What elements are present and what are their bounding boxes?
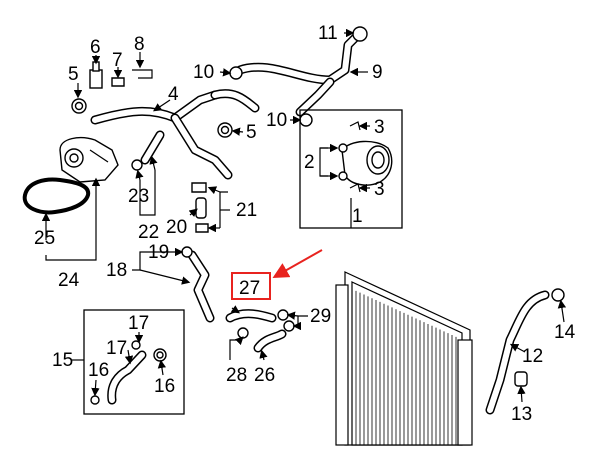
callout-11: 11	[318, 23, 338, 44]
callout-25: 25	[34, 228, 55, 249]
callouts: 1 2 3 3 4 5 5 6 7 8 9 10 10 11 12 13 14 …	[34, 23, 576, 425]
clip-8	[132, 69, 153, 79]
callout-29: 29	[310, 306, 331, 327]
callout-17a: 17	[128, 313, 149, 334]
callout-10b: 10	[266, 110, 287, 131]
callout-2: 2	[304, 152, 315, 173]
hose-27	[225, 309, 277, 323]
connector-21b	[195, 223, 209, 233]
bracket-13	[514, 371, 528, 387]
drive-belt-25	[22, 177, 91, 215]
lower-hose-12	[485, 290, 550, 415]
highlight-box	[231, 272, 271, 300]
callout-1: 1	[352, 206, 363, 227]
leader-lines	[41, 28, 567, 403]
callout-27: 27	[239, 278, 260, 299]
coolant-pipe-18	[187, 250, 215, 323]
callout-21: 21	[236, 200, 257, 221]
callout-8: 8	[134, 34, 145, 55]
callout-6: 6	[90, 37, 101, 58]
clamps-29	[277, 309, 295, 332]
callout-23: 23	[128, 186, 149, 207]
callout-3a: 3	[374, 117, 385, 138]
upper-coolant-pipe-9	[235, 33, 360, 117]
callout-5a: 5	[68, 64, 79, 85]
clip-3b-shape	[349, 183, 361, 193]
callout-4: 4	[168, 84, 179, 105]
thermostat-housing	[338, 140, 393, 186]
callout-20: 20	[166, 217, 187, 238]
callout-5b: 5	[246, 122, 257, 143]
callout-16a: 16	[88, 360, 109, 381]
water-pump	[59, 137, 119, 183]
gasket-23	[131, 159, 143, 171]
highlight-arrow	[272, 249, 323, 278]
callout-14: 14	[554, 322, 576, 343]
clamp-11	[352, 26, 368, 42]
clamp-14	[551, 288, 565, 302]
highlight-27	[231, 249, 323, 300]
callout-26: 26	[254, 365, 275, 386]
callout-24: 24	[58, 270, 80, 291]
o-ring-19	[181, 246, 193, 258]
detail-box-15	[83, 309, 185, 415]
o-ring-5b	[217, 122, 233, 138]
callout-13: 13	[511, 404, 532, 425]
callout-16b: 16	[154, 376, 175, 397]
callout-19: 19	[148, 242, 169, 263]
radiator	[335, 271, 473, 446]
callout-17b: 17	[106, 338, 127, 359]
callout-10a: 10	[193, 62, 214, 83]
connector-21a	[191, 182, 207, 193]
clamp-10b	[299, 113, 313, 127]
coolant-flange-pipe-4	[90, 89, 260, 180]
hose-20	[195, 197, 207, 219]
clip-7	[111, 77, 125, 87]
o-ring-5a	[71, 98, 87, 114]
callout-12: 12	[522, 346, 543, 367]
clamp-10a	[229, 66, 243, 80]
callout-15: 15	[52, 350, 73, 371]
clamp-28	[237, 327, 249, 339]
callout-7: 7	[112, 50, 123, 71]
callout-18: 18	[106, 260, 127, 281]
callout-28: 28	[226, 365, 247, 386]
sensor-6	[89, 61, 103, 89]
clip-3a-shape	[349, 121, 361, 131]
hose-26	[253, 329, 287, 353]
callout-9: 9	[372, 62, 383, 83]
callout-22: 22	[138, 222, 159, 243]
callout-3b: 3	[374, 179, 385, 200]
